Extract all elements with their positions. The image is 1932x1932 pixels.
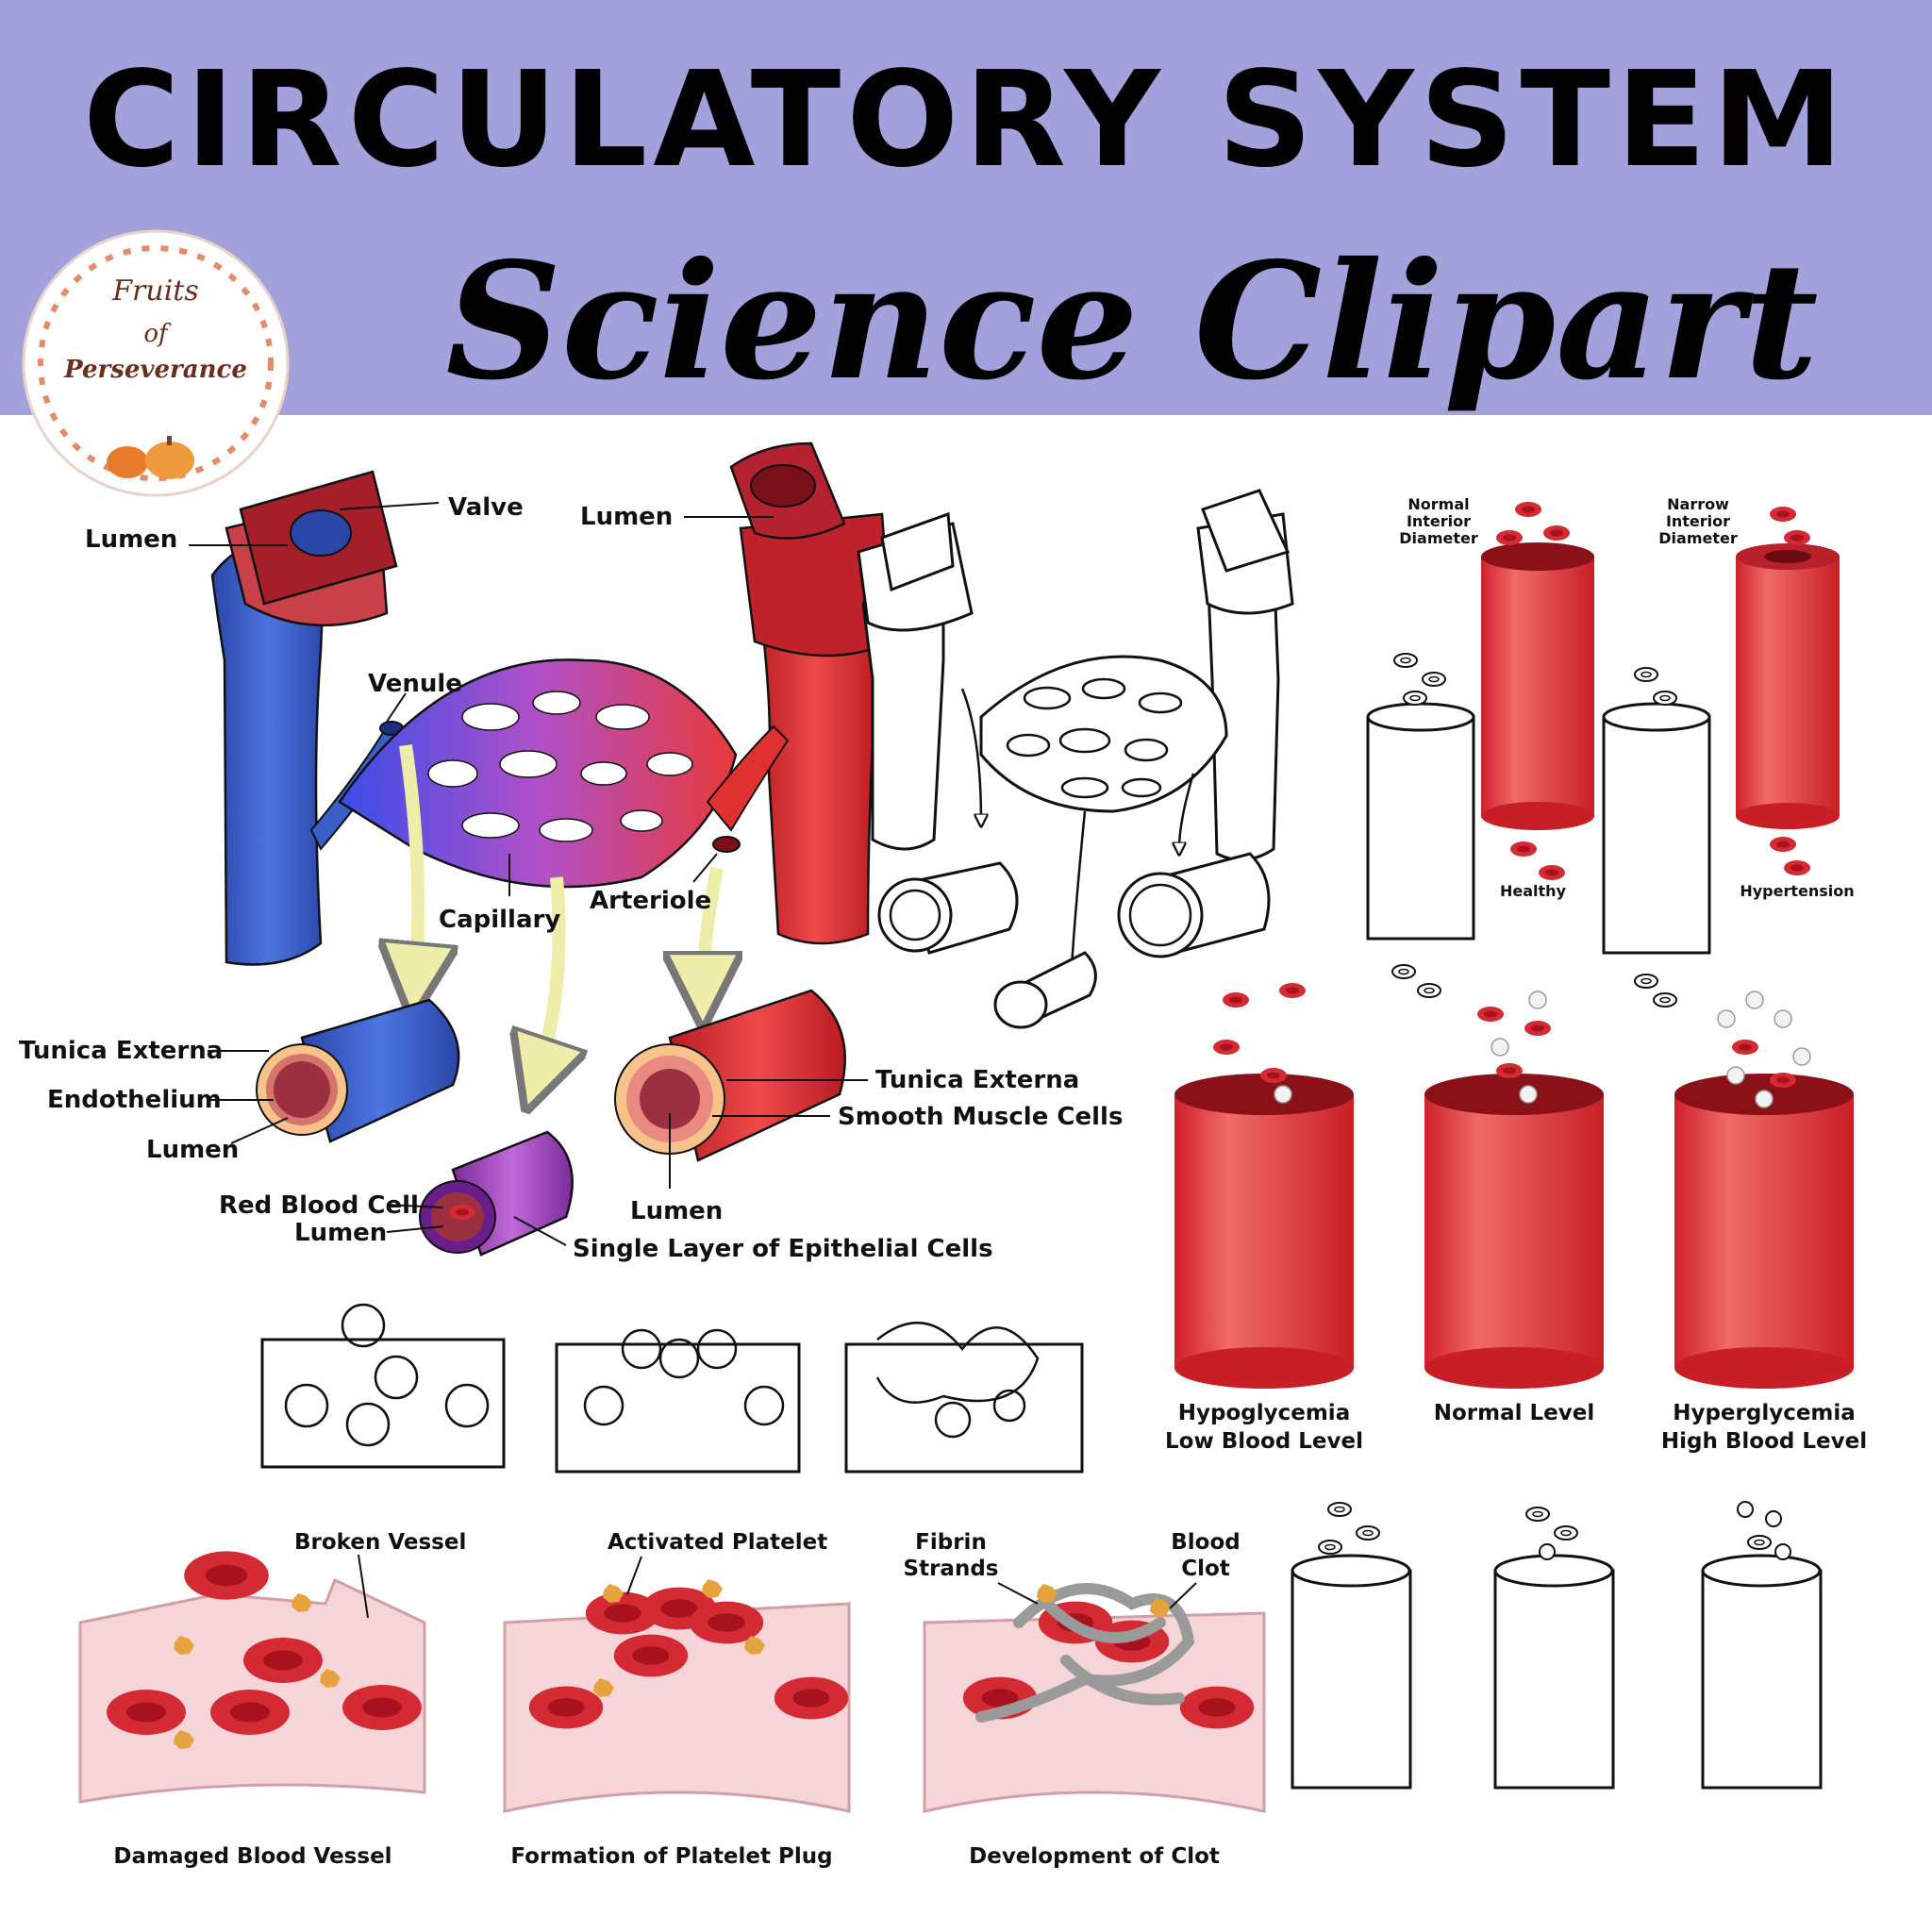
blood-clot-label-line1: Blood: [1171, 1530, 1240, 1555]
clotting-outline-row: [260, 1303, 1084, 1474]
arrow-icon: [406, 744, 418, 981]
hyperglycemia-label-line2: High Blood Level: [1661, 1429, 1867, 1454]
fibrin-label-line2: Strands: [904, 1557, 999, 1581]
narrow-diameter-line3: Diameter: [1658, 529, 1738, 547]
healthy-label: Healthy: [1500, 882, 1567, 900]
hypertension-label: Hypertension: [1740, 882, 1854, 900]
narrow-diameter-line1: Narrow: [1667, 495, 1729, 513]
vein-endothelium-label: Endothelium: [47, 1086, 222, 1114]
artery-lumen-label-section: Lumen: [630, 1197, 723, 1225]
blood-glucose-section: Hypoglycemia Low Blood Level Normal Leve…: [1165, 983, 1867, 1790]
venule-label: Venule: [368, 670, 462, 698]
healthy-vessel: [1481, 557, 1594, 816]
artery-tunica-externa-label: Tunica Externa: [875, 1066, 1079, 1094]
fibrin-strands: [975, 1583, 1195, 1723]
clotting-colored-row: Broken Vessel Damaged Blood Vessel Activ…: [78, 1530, 1266, 1869]
normal-diameter-line3: Diameter: [1399, 529, 1478, 547]
logo-text-perseverance: Perseverance: [63, 356, 247, 384]
brand-logo: Fruits of Perseverance: [22, 229, 290, 497]
header-band: [0, 0, 1932, 415]
artery-smooth-muscle-label: Smooth Muscle Cells: [838, 1103, 1123, 1131]
capillary-label: Capillary: [439, 906, 560, 934]
blood-pressure-section: Normal Interior Diameter Healthy Narrow …: [1366, 495, 1855, 1008]
valve-icon: [290, 509, 352, 557]
damaged-vessel-caption: Damaged Blood Vessel: [113, 1844, 391, 1869]
artery-lumen-label: Lumen: [580, 503, 673, 531]
hyperglycemia-label-line1: Hyperglycemia: [1673, 1401, 1856, 1425]
logo-text-of: of: [143, 320, 172, 348]
hypoglycemia-label-line2: Low Blood Level: [1165, 1429, 1363, 1454]
page-title: CIRCULATORY SYSTEM: [83, 43, 1849, 197]
hypertension-vessel: [1736, 557, 1840, 816]
logo-text-fruits: Fruits: [111, 275, 199, 308]
arrow-icon: [703, 866, 717, 991]
normal-glucose-label: Normal Level: [1434, 1401, 1595, 1425]
hypoglycemia-label-line1: Hypoglycemia: [1178, 1401, 1350, 1425]
platelet-plug-caption: Formation of Platelet Plug: [510, 1844, 832, 1869]
blood-clot-label-line2: Clot: [1181, 1557, 1230, 1581]
arrow-icon: [538, 876, 559, 1075]
capillary-cross-section: Red Blood Cell Lumen Single Layer of Epi…: [219, 1130, 993, 1263]
valve-label: Valve: [448, 493, 524, 522]
hyperglycemia-vessel: [1674, 1094, 1854, 1368]
hypoglycemia-vessel: [1174, 1094, 1354, 1368]
capillary-rbc-label: Red Blood Cell: [219, 1191, 419, 1220]
fibrin-label-line1: Fibrin: [915, 1530, 987, 1555]
arteriole-label: Arteriole: [590, 887, 711, 915]
capillary-epithelial-label: Single Layer of Epithelial Cells: [573, 1235, 993, 1263]
vein-cross-section: Tunica Externa Endothelium Lumen: [19, 998, 460, 1164]
arteriole-shape: [706, 724, 790, 832]
narrow-diameter-line2: Interior: [1666, 512, 1730, 530]
clot-tissue: [923, 1611, 1266, 1813]
vein-lumen-label: Lumen: [85, 525, 177, 554]
capillary-lumen-label: Lumen: [294, 1219, 387, 1247]
vessel-network-colored: Lumen Valve Lumen Venule Capillary Arter…: [85, 441, 893, 1075]
broken-vessel-label: Broken Vessel: [294, 1530, 466, 1555]
platelet-plug-tissue: [503, 1602, 851, 1813]
clot-development-caption: Development of Clot: [969, 1844, 1220, 1869]
vein-tunica-externa-label: Tunica Externa: [19, 1037, 223, 1065]
normal-glucose-vessel: [1424, 1094, 1604, 1368]
vessel-network-outline: [857, 489, 1294, 1029]
pumpkin-icon: [107, 436, 194, 479]
vein-lumen-section-label: Lumen: [146, 1136, 239, 1164]
page-subtitle: Science Clipart: [445, 227, 1818, 416]
normal-diameter-line2: Interior: [1407, 512, 1471, 530]
artery-cross-section: Tunica Externa Smooth Muscle Cells Lumen: [614, 989, 1123, 1225]
normal-diameter-line1: Normal: [1407, 495, 1469, 513]
activated-platelet-label: Activated Platelet: [608, 1530, 827, 1555]
